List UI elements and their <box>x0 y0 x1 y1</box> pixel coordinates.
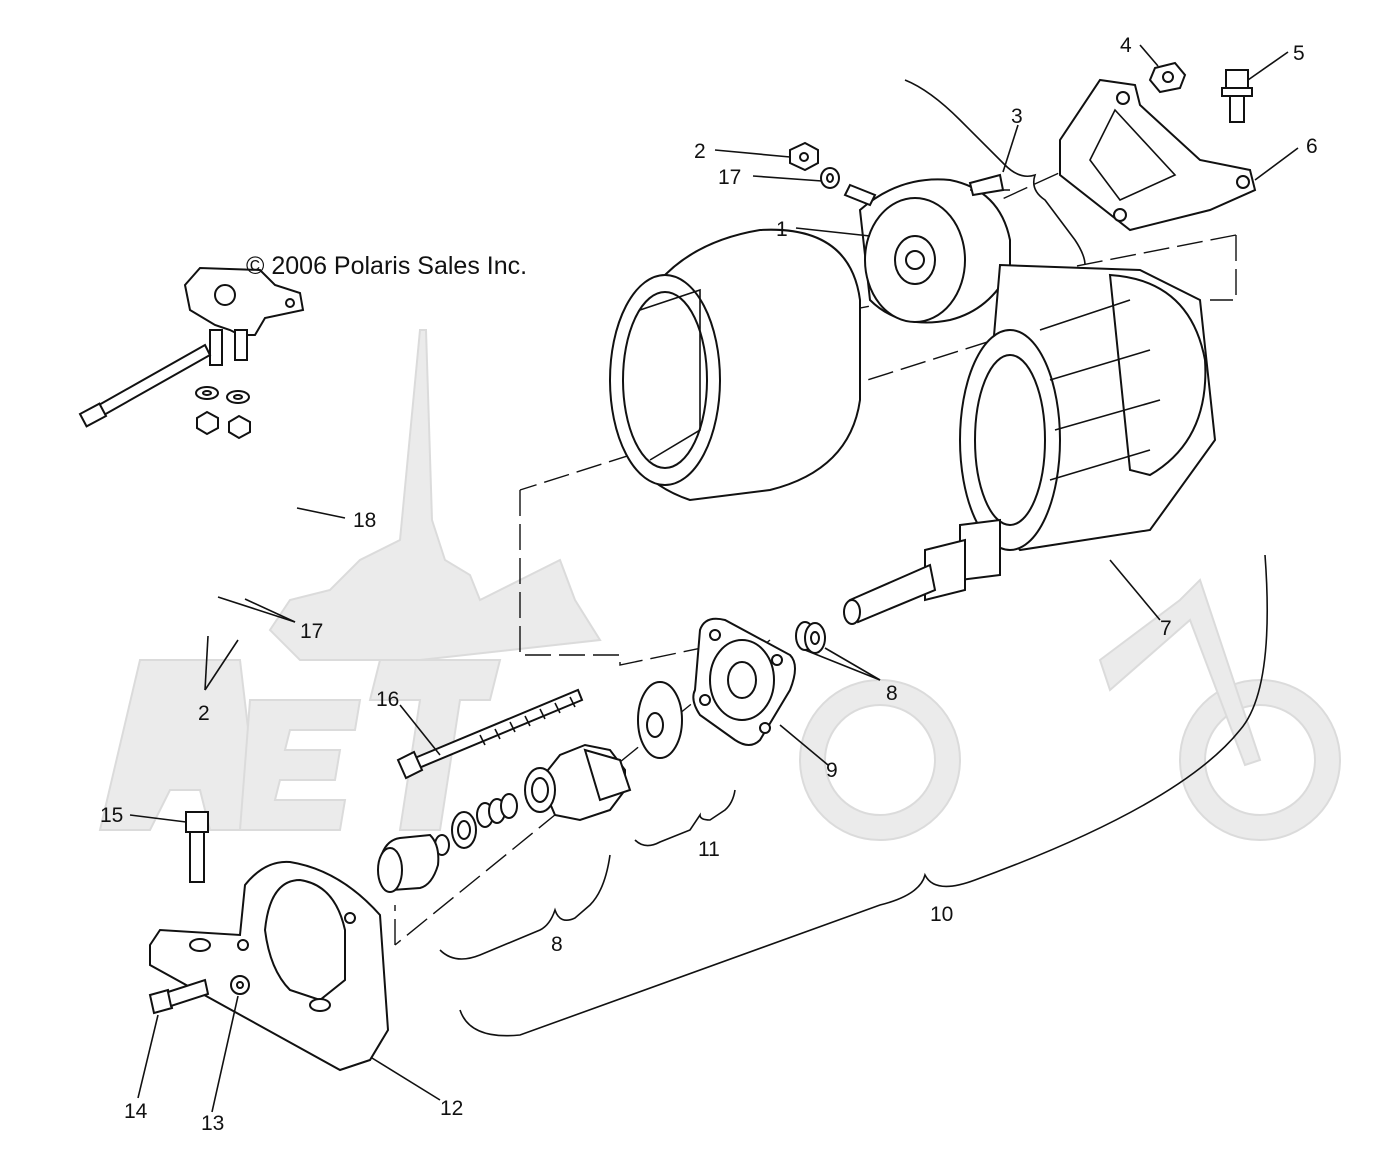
watermark-graphic <box>98 329 1341 841</box>
label-part-2-left: 2 <box>198 702 210 725</box>
through-bolt <box>396 688 584 780</box>
armature <box>843 263 1217 625</box>
label-part-12: 12 <box>440 1097 463 1120</box>
label-part-2-top: 2 <box>694 140 706 163</box>
bolt-15 <box>185 811 209 883</box>
label-part-8-upper: 8 <box>886 682 898 705</box>
label-part-11: 11 <box>698 838 720 861</box>
label-part-16: 16 <box>376 688 399 711</box>
leader-lines <box>129 44 1299 1113</box>
label-part-14: 14 <box>124 1100 148 1123</box>
label-part-8-lower: 8 <box>551 933 563 956</box>
copyright-notice: © 2006 Polaris Sales Inc. <box>246 252 528 280</box>
end-cap <box>858 173 1011 324</box>
bolt-14 <box>148 978 210 1015</box>
shaft-washers <box>795 621 826 654</box>
label-part-10: 10 <box>930 903 953 926</box>
label-part-4: 4 <box>1120 34 1132 57</box>
drive-end-plate <box>692 617 796 746</box>
spring-and-bushing-group <box>377 767 556 893</box>
label-part-9: 9 <box>826 759 838 782</box>
lock-washer-13 <box>230 975 250 995</box>
drive-pinion-assembly <box>538 681 683 822</box>
label-part-17-top: 17 <box>718 166 741 189</box>
motor-housing <box>609 228 861 502</box>
nut-and-washer-top <box>789 141 877 207</box>
nut-4 <box>1148 61 1187 94</box>
label-part-1: 1 <box>776 218 788 241</box>
label-part-13: 13 <box>201 1112 224 1135</box>
group-brace-10 <box>459 554 1269 1037</box>
callout-labels: 4 5 3 6 2 17 1 18 17 7 8 16 2 9 15 11 10… <box>100 34 1318 1135</box>
label-part-18: 18 <box>353 509 376 532</box>
bolt-5 <box>1221 69 1253 123</box>
label-part-15: 15 <box>100 804 123 827</box>
label-part-3: 3 <box>1011 105 1023 128</box>
label-part-17-left: 17 <box>300 620 323 643</box>
solenoid <box>78 266 305 428</box>
solenoid-washers-and-nuts <box>195 386 251 440</box>
group-brace-11 <box>634 789 736 847</box>
label-part-6: 6 <box>1306 135 1318 158</box>
label-part-5: 5 <box>1293 42 1305 65</box>
label-part-7: 7 <box>1160 617 1172 640</box>
group-brace-8-lower <box>439 854 611 960</box>
lower-mounting-bracket <box>149 860 390 1072</box>
group-brace-3 <box>904 79 1086 266</box>
top-mounting-bracket <box>1059 78 1257 232</box>
